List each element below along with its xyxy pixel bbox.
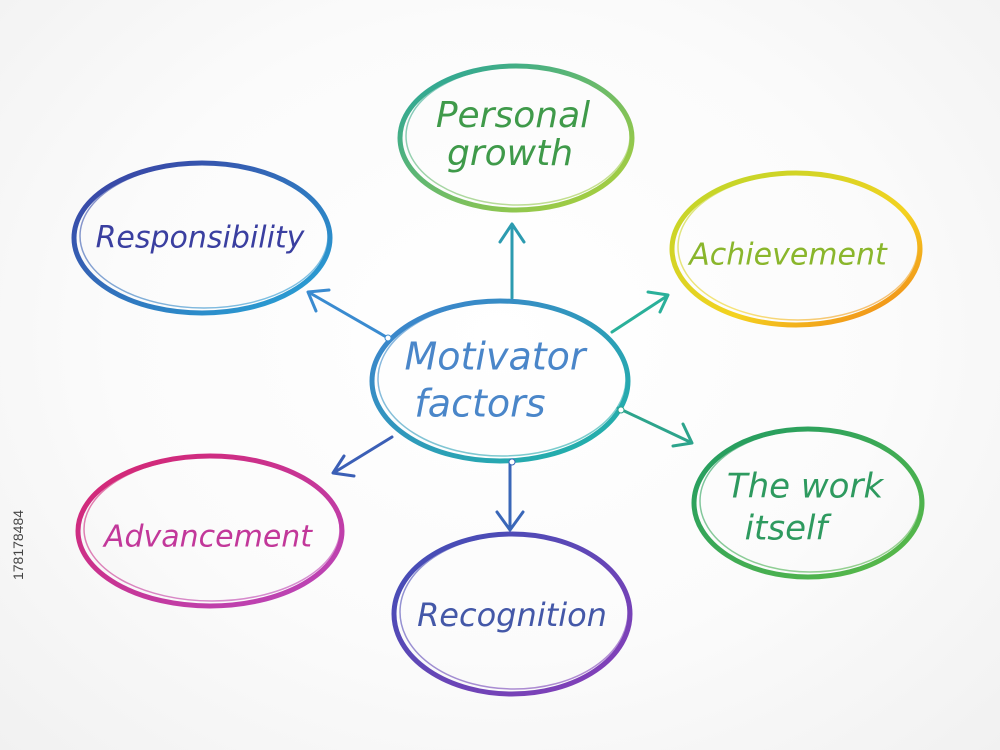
node-personal-growth-line-2: growth (447, 133, 573, 174)
node-achievement: Achievement (669, 170, 923, 328)
node-personal-growth-line-1: Personal (436, 95, 590, 136)
node-work-itself: The work itself (691, 426, 925, 580)
connector-dot (617, 406, 625, 414)
node-work-itself-line-2: itself (745, 509, 833, 549)
node-recognition: Recognition (391, 531, 633, 697)
node-advancement-line-1: Advancement (102, 520, 313, 555)
center-line-1: Motivator (404, 335, 587, 379)
connectors (306, 222, 694, 532)
stock-id-label: 178178484 (6, 440, 30, 650)
arrow-to-personal-growth (498, 222, 526, 300)
arrow-to-advancement (331, 435, 394, 478)
arrow-to-responsibility (306, 288, 390, 340)
node-responsibility: Responsibility (71, 160, 333, 316)
node-recognition-line-1: Recognition (417, 596, 607, 634)
node-personal-growth: Personal growth (397, 63, 635, 213)
node-advancement: Advancement (75, 453, 345, 609)
arrow-to-achievement (610, 290, 670, 334)
stock-id-text: 178178484 (10, 509, 27, 581)
center-node: Motivator factors (369, 298, 631, 466)
node-work-itself-line-1: The work (727, 467, 885, 507)
connector-dot (508, 458, 516, 466)
node-achievement-line-1: Achievement (687, 238, 888, 273)
arrow-to-work-itself (616, 406, 694, 448)
arrow-to-recognition (495, 458, 525, 532)
connector-dot (384, 334, 392, 342)
center-line-2: factors (414, 382, 545, 426)
node-responsibility-line-1: Responsibility (96, 221, 306, 256)
